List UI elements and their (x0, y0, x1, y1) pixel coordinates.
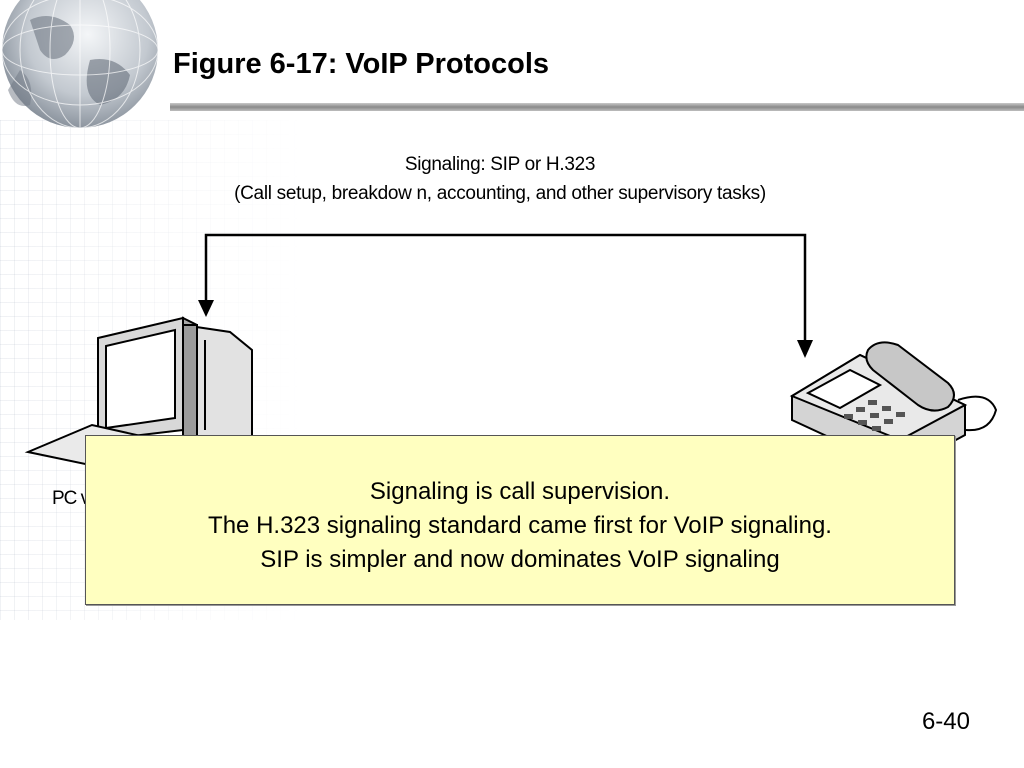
pc-computer-icon (24, 316, 253, 467)
callout-text: Signaling is call supervision. The H.323… (86, 475, 954, 577)
arrowhead-phone (797, 340, 813, 358)
signaling-label: Signaling: SIP or H.323 (404, 154, 596, 175)
callout-line: The H.323 signaling standard came first … (208, 512, 832, 539)
globe-icon (1, 0, 159, 129)
pc-label: PC v (52, 488, 90, 509)
signaling-heading: Signaling: SIP or H.323 (Call setup, bre… (140, 150, 860, 208)
callout-line: Signaling is call supervision. (369, 478, 671, 505)
slide-title: Figure 6-17: VoIP Protocols (173, 48, 550, 80)
signaling-connector-line (204, 233, 807, 340)
title-divider (170, 103, 1024, 111)
page-number: 6-40 (921, 708, 970, 735)
signaling-callout-box: Signaling is call supervision. The H.323… (85, 435, 955, 605)
arrowhead-pc (198, 300, 214, 317)
signaling-detail: (Call setup, breakdow n, accounting, and… (234, 183, 766, 204)
callout-line: SIP is simpler and now dominates VoIP si… (260, 546, 780, 573)
